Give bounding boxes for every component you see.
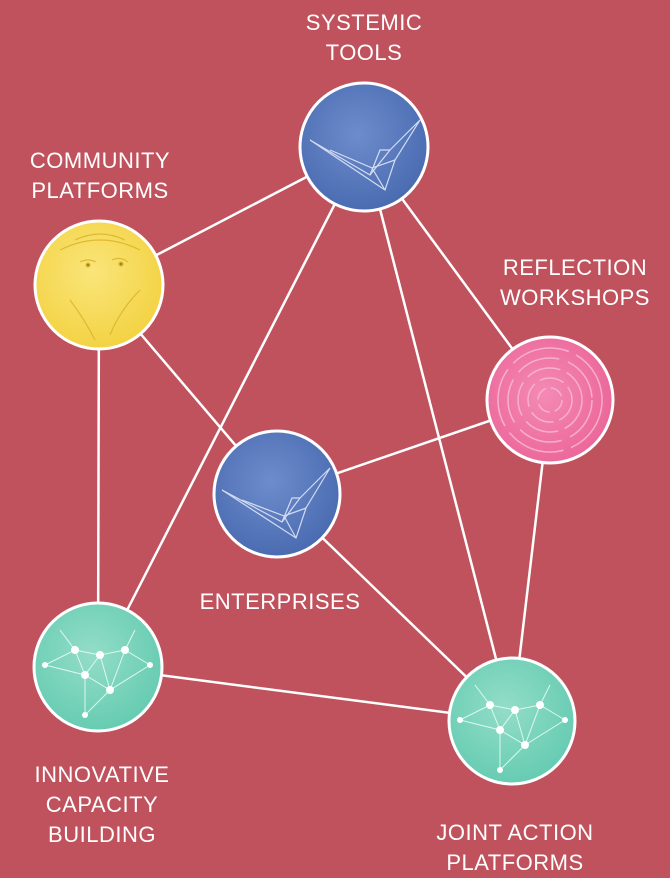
label-line: BUILDING [48,822,156,847]
maze-icon [497,347,603,453]
label-community-platforms: COMMUNITY PLATFORMS [0,146,200,206]
label-line: WORKSHOPS [500,285,650,310]
network-nodes [457,701,568,773]
label-line: SYSTEMIC [305,10,423,35]
origami-crane-icon [221,467,331,539]
node-reflection-workshops [485,335,615,465]
node-systemic-tools [298,81,430,213]
edge-innovative-joint [97,665,513,723]
node-innovative-capacity-building [32,601,164,733]
label-line: TOOLS [325,40,403,65]
network-icon [459,684,566,771]
node-community-platforms [33,219,165,351]
label-line: INNOVATIVE [34,762,170,787]
node-enterprises [212,429,342,559]
label-joint-action-platforms: JOINT ACTION PLATFORMS [415,818,615,878]
edge-systemic-joint [362,146,514,722]
label-line: CAPACITY [45,792,159,817]
origami-crane-icon [309,119,421,191]
label-systemic-tools: SYSTEMIC TOOLS [264,8,464,68]
label-line: ENTERPRISES [199,589,361,614]
label-line: COMMUNITY [29,148,171,173]
label-innovative-capacity-building: INNOVATIVE CAPACITY BUILDING [2,760,202,850]
label-enterprises: ENTERPRISES [180,587,380,617]
faces-icon [59,233,141,341]
label-line: PLATFORMS [31,178,169,203]
edge-systemic-innovative [96,146,366,668]
network-nodes [42,646,153,718]
label-line: JOINT ACTION [436,820,594,845]
connection-lines [96,145,552,723]
label-line: REFLECTION [502,255,648,280]
label-line: PLATFORMS [446,850,584,875]
node-joint-action-platforms [447,656,577,786]
label-reflection-workshops: REFLECTION WORKSHOPS [480,253,670,313]
